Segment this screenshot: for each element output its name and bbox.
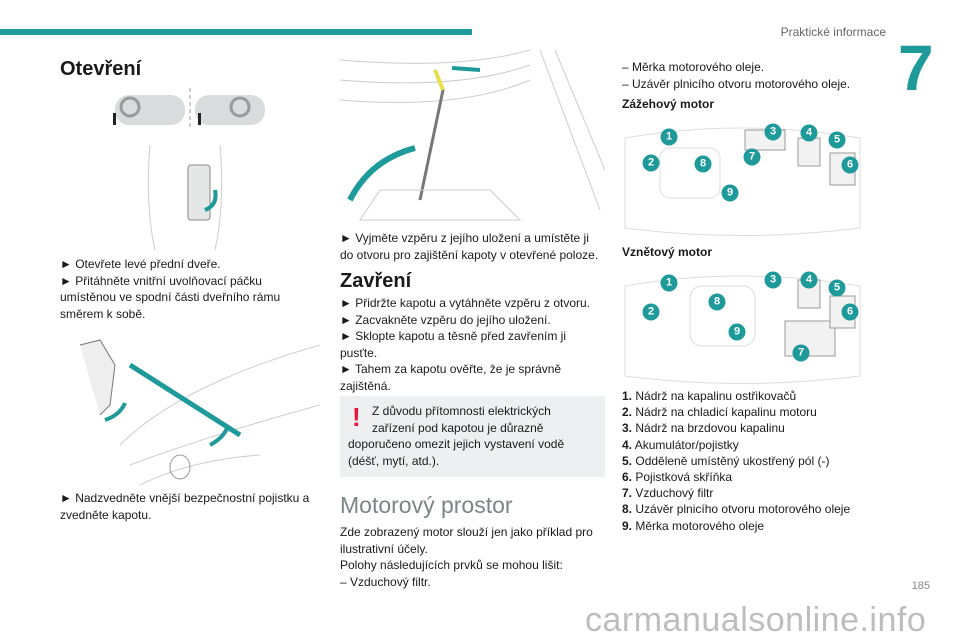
marker-3: 3 (764, 271, 782, 289)
heading-petrol-engine: Zážehový motor (622, 97, 715, 111)
warning-box: ! Z důvodu přítomnosti elektrických zaří… (340, 396, 605, 477)
step-text: ► Přitáhněte vnitřní uvolňovací páčku um… (60, 273, 281, 321)
step-text: ► Otevřete levé přední dveře. (60, 257, 221, 271)
marker-4: 4 (800, 271, 818, 289)
chapter-number: 7 (898, 32, 934, 104)
step-text: ► Sklopte kapotu a těsně před zavřením j… (340, 329, 566, 360)
body-text: Polohy následujících prvků se mohou liši… (340, 558, 563, 572)
marker-9: 9 (728, 323, 746, 341)
marker-1: 1 (660, 274, 678, 292)
marker-4: 4 (800, 124, 818, 142)
heading-diesel-engine: Vznětový motor (622, 245, 713, 259)
marker-8: 8 (708, 293, 726, 311)
marker-6: 6 (841, 156, 859, 174)
marker-2: 2 (642, 154, 660, 172)
section-title: Praktické informace (780, 25, 886, 39)
legend-item: 9. Měrka motorového oleje (622, 518, 765, 533)
list-item: – Měrka motorového oleje. (622, 60, 765, 74)
step-text: ► Vyjměte vzpěru z jejího uložení a umís… (340, 231, 599, 262)
marker-8: 8 (694, 155, 712, 173)
heading-closing: Zavření (340, 270, 412, 292)
warning-text: doporučeno omezit jejich vystavení vodě … (348, 437, 565, 468)
marker-5: 5 (828, 131, 846, 149)
legend-item: 7. Vzduchový filtr (622, 486, 714, 501)
legend-item: 6. Pojistková skříňka (622, 470, 733, 485)
watermark: carmanualsonline.info (585, 601, 927, 639)
body-text: Zde zobrazený motor slouží jen jako přík… (340, 525, 593, 556)
marker-9: 9 (721, 184, 739, 202)
legend-item: 3. Nádrž na brzdovou kapalinu (622, 421, 785, 436)
marker-7: 7 (792, 344, 810, 362)
component-legend: 1. Nádrž na kapalinu ostřikovačů 2. Nádr… (622, 388, 867, 534)
step-text: ► Nadzvedněte vnější bezpečnostní pojist… (60, 491, 310, 522)
warning-icon: ! (352, 402, 361, 432)
header-accent-bar (0, 29, 472, 35)
marker-2: 2 (642, 303, 660, 321)
legend-item: 2. Nádrž na chladicí kapalinu motoru (622, 405, 817, 420)
hood-safety-catch-illustration (79, 339, 320, 485)
marker-5: 5 (828, 279, 846, 297)
lever-illustration (113, 88, 265, 250)
list-item: – Uzávěr plnicího otvoru motorového olej… (622, 76, 851, 91)
heading-opening: Otevření (60, 58, 142, 80)
warning-text: zařízení pod kapotou je důrazně (372, 420, 544, 435)
marker-3: 3 (764, 123, 782, 141)
step-text: ► Přidržte kapotu a vytáhněte vzpěru z o… (340, 296, 591, 310)
step-text: ► Zacvakněte vzpěru do jejího uložení. (340, 312, 551, 327)
hood-strut-illustration (340, 50, 605, 221)
legend-item: 8. Uzávěr plnicího otvoru motorového ole… (622, 502, 851, 517)
marker-6: 6 (841, 303, 859, 321)
legend-item: 1. Nádrž na kapalinu ostřikovačů (622, 389, 797, 403)
body-text: – Vzduchový filtr. (340, 574, 431, 589)
legend-item: 4. Akumulátor/pojistky (622, 437, 739, 452)
warning-text: Z důvodu přítomnosti elektrických (372, 404, 551, 418)
marker-7: 7 (743, 148, 761, 166)
heading-engine-compartment: Motorový prostor (340, 492, 513, 518)
marker-1: 1 (660, 128, 678, 146)
legend-item: 5. Odděleně umístěný ukostřený pól (-) (622, 453, 830, 468)
step-text: ► Tahem za kapotu ověřte, že je správně … (340, 362, 562, 393)
page-number: 185 (911, 580, 930, 592)
